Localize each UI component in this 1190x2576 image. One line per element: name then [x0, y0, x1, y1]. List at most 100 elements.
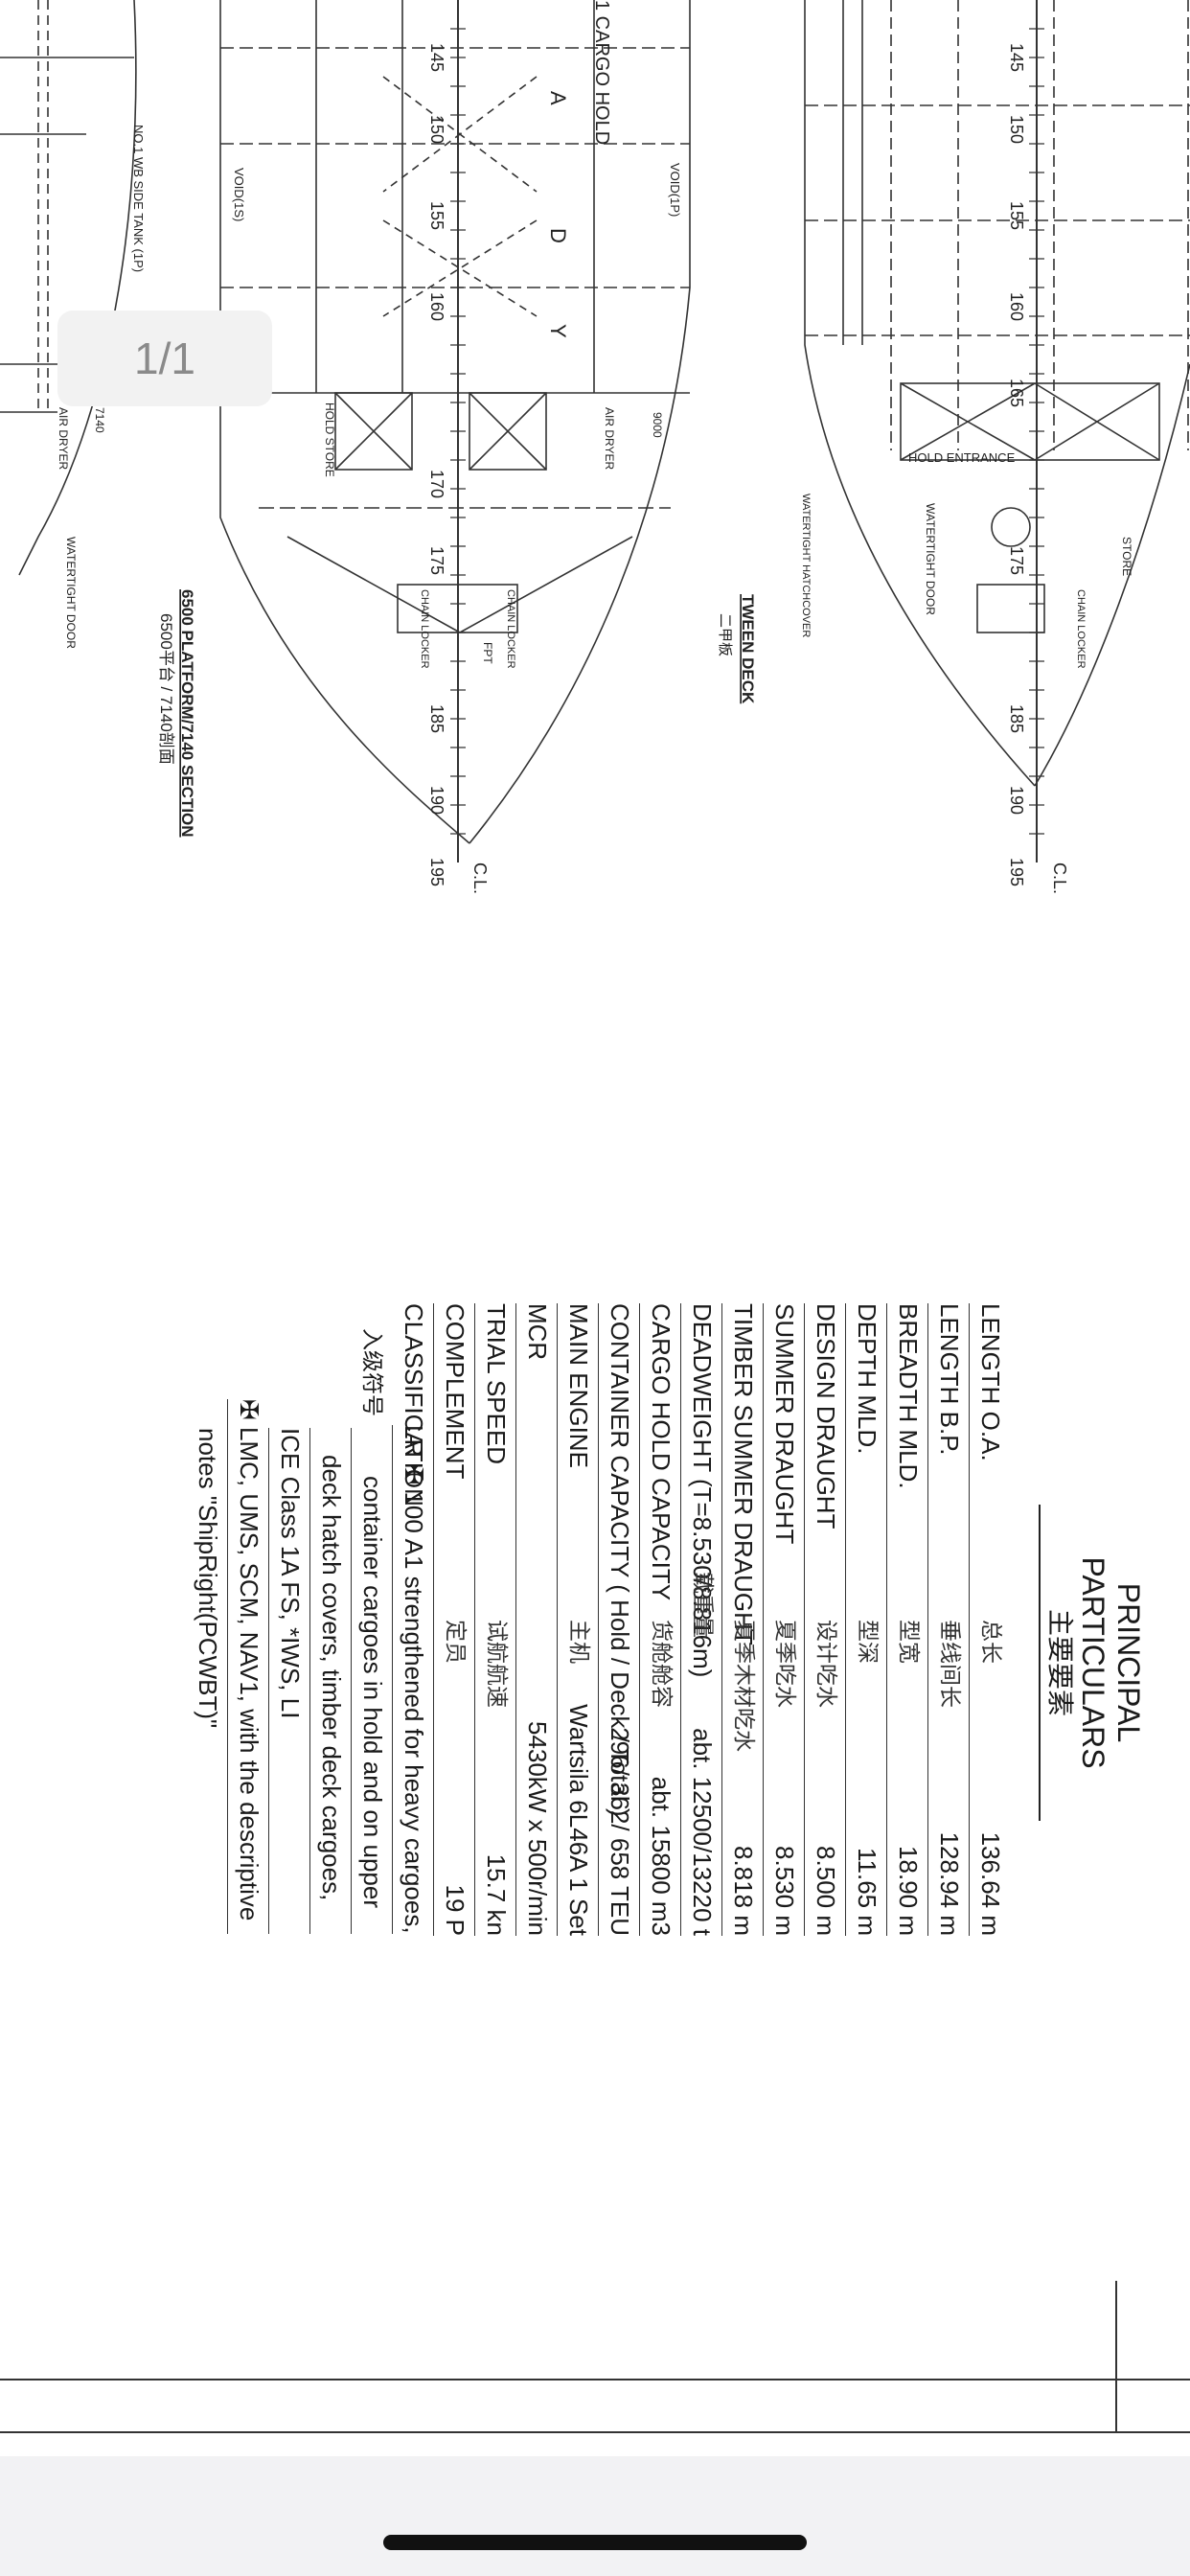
- hold-store-label: HOLD STORE: [323, 402, 336, 477]
- classification-notation: LR ✠ 100 A1 strengthened for heavy cargo…: [187, 1399, 434, 1934]
- particular-label-zh: 试航航速: [484, 1620, 510, 1708]
- frame-label: 150: [1007, 115, 1026, 144]
- particular-label-zh: 夏季吃水: [772, 1620, 798, 1708]
- store-label: STORE: [1120, 537, 1133, 576]
- principal-particulars-table: PRINCIPAL PARTICULARS 主要要素 LENGTH O.A. 总…: [194, 1303, 1146, 2089]
- particular-value: 128.94 m: [935, 1831, 965, 1936]
- particular-label-zh: 货舱舱容: [649, 1620, 675, 1708]
- particular-row: CONTAINER CAPACITY ( Hold / Deck / Total…: [598, 1303, 640, 1936]
- void-label: VOID(1S): [232, 168, 246, 221]
- particular-row: DESIGN DRAUGHT 设计吃水 8.500 m: [804, 1303, 846, 1936]
- particular-value: abt. 15800 m3: [647, 1776, 676, 1936]
- frame-label: 160: [427, 292, 446, 321]
- frame-label: 175: [427, 546, 446, 575]
- particular-label-zh: 载重量: [690, 1572, 716, 1638]
- hold-letter: Y: [546, 324, 570, 338]
- frame-label: 145: [1007, 43, 1026, 72]
- particular-row: SUMMER DRAUGHT 夏季吃水 8.530 m: [763, 1303, 805, 1936]
- particular-value: 15.7 kn: [482, 1853, 512, 1936]
- air-dryer-label: AIR DRYER: [603, 407, 616, 470]
- drawing-frame: [0, 2281, 1190, 2433]
- num-label: 9000: [651, 412, 664, 438]
- particular-value: 19 P: [441, 1884, 470, 1937]
- particular-label: SUMMER DRAUGHT: [770, 1303, 800, 1545]
- particular-value: Wartsila 6L46A 1 Set: [564, 1704, 594, 1936]
- section-title: 6500 PLATFORM/7140 SECTION: [178, 589, 196, 838]
- particular-label: TIMBER SUMMER DRAUGHT: [729, 1303, 759, 1645]
- particular-value: 5430kW x 500r/min: [523, 1721, 553, 1936]
- particular-value: 18.90 m: [894, 1846, 924, 1936]
- classification-label-zh: 入级符号: [359, 1328, 385, 1416]
- frame-label: 190: [427, 786, 446, 815]
- particular-row: TIMBER SUMMER DRAUGHT 夏季木材吃水 8.818 m: [721, 1303, 764, 1936]
- home-indicator[interactable]: [383, 2535, 807, 2550]
- watertight-door-label: WATERTIGHT DOOR: [64, 537, 78, 649]
- particular-label-zh: 总长: [978, 1620, 1004, 1664]
- cl-label: C.L.: [470, 862, 490, 894]
- frame-label: 195: [1007, 858, 1026, 886]
- particular-value: 8.500 m: [812, 1846, 841, 1936]
- fpt-label: FPT: [481, 642, 494, 664]
- frame-label: 160: [1007, 292, 1026, 321]
- particular-label-zh: 主机: [566, 1620, 592, 1664]
- particular-label: LENGTH B.P.: [935, 1303, 965, 1456]
- particular-label-zh: 定员: [443, 1620, 469, 1664]
- bottom-bar: [0, 2456, 1190, 2576]
- particular-value: 136.64 m: [976, 1831, 1006, 1936]
- particular-label: LENGTH O.A.: [976, 1303, 1006, 1461]
- particular-row: TRIAL SPEED 试航航速 15.7 kn: [474, 1303, 516, 1936]
- tank-label: NO.1 WB SIDE TANK (1P): [131, 125, 146, 272]
- particular-row: MAIN ENGINE 主机 Wartsila 6L46A 1 Set: [557, 1303, 599, 1936]
- frame-label: 155: [1007, 201, 1026, 230]
- frame-label: 185: [427, 704, 446, 733]
- frame-label: 145: [427, 43, 446, 72]
- frame-label: 150: [427, 115, 446, 144]
- hold-letter: A: [546, 91, 570, 105]
- air-dryer-label: AIR DRYER: [57, 407, 70, 470]
- particular-label: DESIGN DRAUGHT: [812, 1303, 841, 1530]
- particular-label: COMPLEMENT: [441, 1303, 470, 1480]
- particular-row: MCR 5430kW x 500r/min: [515, 1303, 558, 1936]
- particulars-title-en: PRINCIPAL PARTICULARS: [1076, 1556, 1146, 1769]
- particular-row: DEPTH MLD. 型深 11.65 m: [845, 1303, 887, 1936]
- cl-label: C.L.: [1050, 862, 1069, 894]
- classification-line: deck hatch covers, timber deck cargoes,: [309, 1428, 352, 1934]
- frame-label: 155: [427, 201, 446, 230]
- tween-deck-subtitle: 二甲板: [717, 613, 734, 656]
- particular-value: 11.65 m: [853, 1847, 882, 1936]
- frame-label: 195: [427, 858, 446, 886]
- particular-row: CARGO HOLD CAPACITY 货舱舱容 abt. 15800 m3: [639, 1303, 681, 1936]
- particular-label-zh: 夏季木材吃水: [731, 1620, 757, 1752]
- watertight-door-label: WATERTIGHT DOOR: [924, 503, 937, 615]
- particular-value: abt. 12500/13220 t: [688, 1728, 718, 1936]
- particulars-title: PRINCIPAL PARTICULARS 主要要素: [1039, 1505, 1146, 1821]
- frame-label: 190: [1007, 786, 1026, 815]
- particular-label: BREADTH MLD.: [894, 1303, 924, 1489]
- frame-label: 165: [1007, 379, 1026, 407]
- hold-letter: D: [546, 228, 570, 243]
- particular-label: MAIN ENGINE: [564, 1303, 594, 1468]
- particular-row: BREADTH MLD. 型宽 18.90 m: [886, 1303, 928, 1936]
- classification-line: ICE Class 1A FS, *IWS, LI: [268, 1428, 310, 1934]
- frame-label: 185: [1007, 704, 1026, 733]
- frame-label: 170: [427, 470, 446, 498]
- classification-line: notes "ShipRight(PCWBT)": [194, 1428, 223, 1729]
- classification-line: LR ✠ 100 A1 strengthened for heavy cargo…: [392, 1425, 434, 1934]
- hatchcover-label: WATERTIGHT HATCHCOVER: [800, 494, 812, 637]
- particular-row: LENGTH O.A. 总长 136.64 m: [969, 1303, 1011, 1936]
- classification-line: ✠ LMC, UMS, SCM, NAV1, with the descript…: [227, 1399, 269, 1934]
- particular-value: 296/ 362/ 658 TEU: [606, 1727, 635, 1936]
- chain-locker-label: CHAIN LOCKER: [1075, 589, 1087, 669]
- particular-value: 8.530 m: [770, 1846, 800, 1936]
- particular-row: COMPLEMENT 定员 19 P: [433, 1303, 475, 1937]
- particular-label-zh: 型深: [855, 1620, 881, 1664]
- particular-row: LENGTH B.P. 垂线间长 128.94 m: [927, 1303, 970, 1936]
- void-label: VOID(1P): [668, 163, 682, 217]
- chain-locker-label: CHAIN LOCKER: [419, 589, 430, 669]
- particular-label: DEPTH MLD.: [853, 1303, 882, 1455]
- ship-drawing: 145 150 155 160 170 175 185 190 195 C.L.…: [0, 0, 1190, 894]
- tween-deck-title: TWEEN DECK: [739, 594, 757, 704]
- particulars-title-zh: 主要要素: [1044, 1608, 1077, 1716]
- frame-label: 175: [1007, 546, 1026, 575]
- particular-label-zh: 设计吃水: [813, 1620, 839, 1708]
